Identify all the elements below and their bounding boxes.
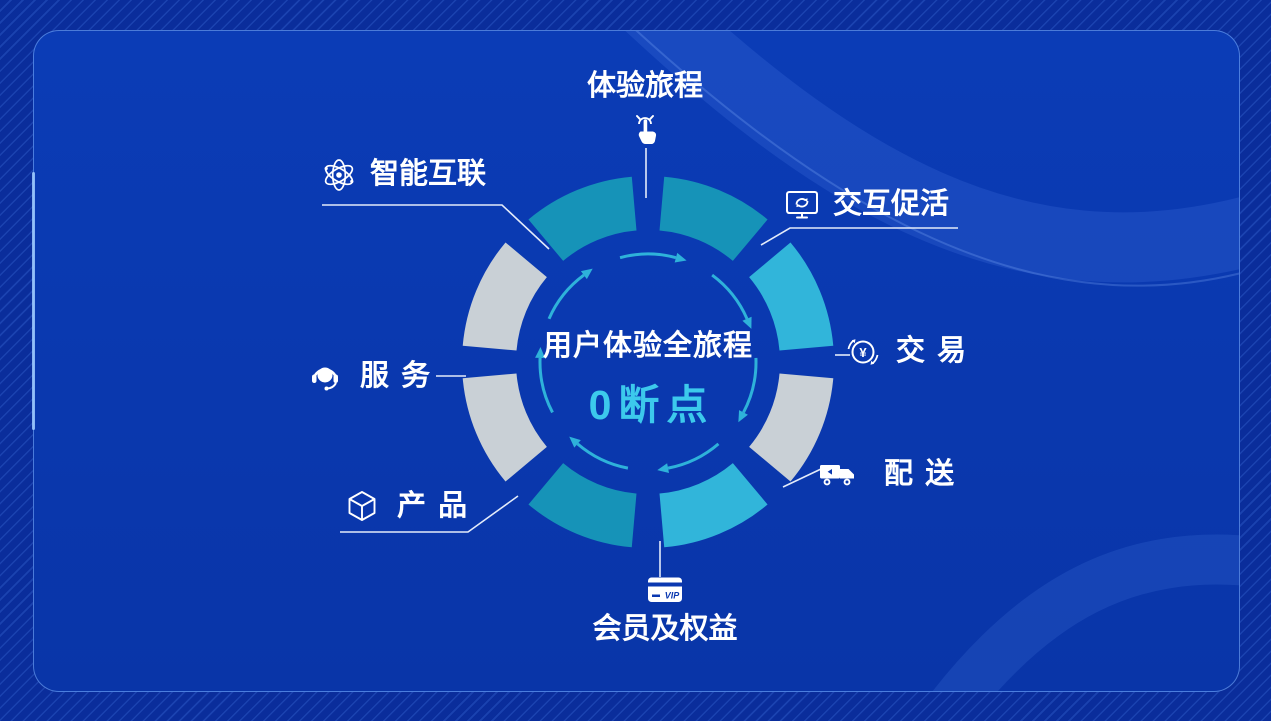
ring-center-label: 用户体验全旅程 0断点 — [488, 322, 808, 431]
node-membership-benefits: VIP 会员及权益 — [565, 574, 765, 646]
node-label: 服务 — [360, 360, 443, 393]
node-label: 交易 — [896, 335, 979, 368]
node-service: 服务 — [306, 358, 442, 396]
node-experience-journey: 体验旅程 — [545, 70, 745, 149]
flow-arrow-arc — [547, 273, 585, 320]
ring-segment — [528, 462, 638, 548]
flow-arrow-arc — [742, 357, 758, 414]
node-smart-connect: 智能互联 — [320, 156, 486, 194]
delivery-truck-icon — [820, 464, 854, 486]
node-transaction: ¥ 交易 — [844, 333, 978, 371]
node-label: 配送 — [884, 458, 967, 490]
flow-arrow-head — [657, 463, 670, 474]
flow-arrow-arc — [576, 442, 629, 470]
tap-hand-icon — [636, 115, 657, 145]
ring-segment — [748, 372, 834, 482]
flow-arrow-arc — [711, 273, 749, 320]
main-panel — [33, 30, 1240, 692]
ring-segment — [658, 462, 768, 548]
ring-segment — [462, 372, 548, 482]
node-interaction-activation: 交互促活 — [783, 186, 949, 224]
flow-arrow-arc — [538, 357, 554, 414]
left-edge-accent — [32, 172, 35, 430]
atom-network-icon — [324, 159, 354, 191]
ring-segment — [462, 242, 548, 352]
flow-arrow-head — [742, 316, 752, 329]
flow-arrow-head — [535, 346, 546, 359]
connector-line — [340, 495, 519, 533]
wave-decoration — [625, 31, 1239, 691]
node-label: 交互促活 — [833, 188, 950, 221]
vip-card-icon: VIP — [648, 577, 682, 602]
flow-arrow-head — [674, 252, 687, 263]
node-delivery: 配送 — [818, 458, 966, 491]
flow-arrow-head — [580, 268, 593, 280]
product-cube-icon — [348, 491, 376, 521]
flow-arrow-arc — [667, 442, 720, 470]
vip-text: VIP — [665, 591, 681, 601]
connector-line — [760, 227, 958, 246]
headset-service-icon — [312, 367, 338, 391]
monitor-refresh-icon — [786, 191, 818, 219]
yuan-cycle-icon: ¥ — [847, 339, 879, 365]
center-highlight: 0断点 — [588, 382, 715, 428]
ring-segment — [658, 176, 768, 262]
center-title: 用户体验全旅程 — [542, 330, 753, 362]
node-label: 产品 — [397, 490, 480, 523]
ring-segment — [528, 176, 638, 262]
node-product: 产品 — [343, 488, 479, 526]
flow-arrow-head — [738, 410, 748, 423]
connector-line — [782, 468, 822, 488]
connector-line — [322, 204, 550, 250]
flow-arrow-head — [569, 436, 581, 448]
connector-lines — [322, 148, 958, 577]
node-label: 会员及权益 — [592, 613, 738, 645]
yuan-symbol: ¥ — [859, 345, 867, 360]
node-label: 体验旅程 — [586, 70, 703, 102]
node-label: 智能互联 — [370, 158, 487, 191]
ring-segment — [748, 242, 834, 352]
flow-arrow-arc — [619, 252, 677, 260]
